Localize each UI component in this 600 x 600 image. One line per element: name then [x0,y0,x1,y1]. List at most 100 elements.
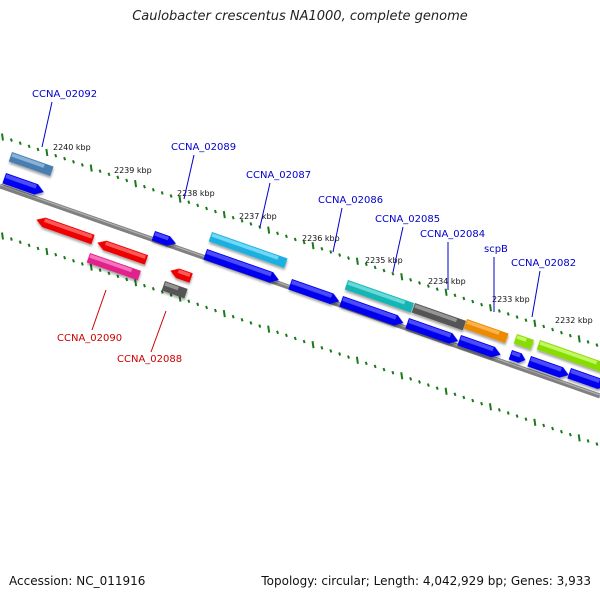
kbp-label: 2240 kbp [53,143,91,152]
outer-track-tick [320,246,324,251]
outer-track-tick [302,240,306,245]
outer-track-tick [577,335,581,343]
outer-track-tick [542,324,546,329]
outer-track-tick [409,278,413,282]
inner-track-tick [143,283,146,288]
outer-track-tick [560,330,563,335]
outer-track-tick [1,133,4,141]
gene-leader-line [531,270,541,318]
outer-track-tick [391,271,395,276]
inner-track-tick [586,439,590,443]
inner-track-tick [134,278,138,287]
gene-label: CCNA_02085 [375,214,440,225]
inner-track-tick [409,377,413,381]
feature-blue-4-highlight [291,280,333,298]
outer-track-tick [418,281,421,285]
gene-label: CCNA_02082 [511,258,576,269]
inner-track-tick [480,401,484,406]
gene-label: CCNA_02086 [318,195,383,206]
outer-track-tick [98,169,102,173]
feature-lime-1-highlight [516,335,527,342]
gene-label: CCNA_02092 [32,89,97,100]
feature-cyan-1-highlight [211,233,279,260]
outer-track-tick [169,194,173,198]
outer-track-tick [258,225,262,229]
feature-gray-2-highlight [414,304,458,323]
feature-teal [344,280,415,313]
outer-track-tick [9,138,13,142]
feature-red-3-highlight [177,269,191,277]
inner-track-tick [284,333,288,338]
feature-blue-3 [203,249,279,283]
inner-track-tick [258,324,262,328]
outer-track-tick [364,262,368,267]
outer-track-tick [80,163,84,167]
inner-track-tick [338,352,342,356]
outer-track-tick [54,153,58,158]
kbp-label: 2233 kbp [492,295,530,304]
gene-leader-line [91,289,107,331]
feature-blue-9-highlight [530,357,562,372]
outer-track-tick [116,175,120,180]
feature-blue-6-highlight [408,319,452,338]
inner-track-tick [116,274,120,279]
outer-track-tick [284,234,288,239]
gene-label: CCNA_02088 [117,354,182,365]
outer-track-tick [373,265,377,270]
outer-track-tick [36,147,40,152]
gene-label: scpB [484,244,508,255]
feature-orange-highlight [466,320,500,335]
inner-track-tick [560,429,563,434]
outer-track-tick [444,288,448,296]
feature-blue-8 [508,350,526,363]
kbp-label: 2234 kbp [428,277,466,286]
feature-gray-2 [411,303,466,331]
feature-lime-2-highlight [539,341,598,365]
inner-track-tick [524,417,528,422]
outer-track-tick [196,203,200,208]
feature-blue-10-highlight [570,369,600,383]
outer-track-tick [586,340,590,344]
accession-text: Accession: NC_011916 [9,574,146,588]
feature-blue-6 [405,318,459,344]
gene-leader-line [332,207,343,253]
feature-blue-1-highlight [5,174,37,189]
outer-track-tick [27,144,31,149]
inner-track-tick [63,255,67,260]
outer-track-tick [551,327,555,332]
inner-track-tick [373,364,377,369]
outer-track-tick [524,318,528,323]
inner-track-tick [240,318,244,322]
outer-track-tick [329,250,333,254]
feature-magenta-highlight [89,254,133,273]
feature-cyan-1 [208,232,288,268]
inner-track-tick [595,442,599,446]
outer-track-tick [222,210,226,219]
inner-track-tick [80,262,84,266]
gene-leader-line [259,182,271,228]
feature-blue-5-highlight [342,297,397,320]
feature-magenta [86,253,141,281]
feature-steelblue [8,152,54,176]
outer-track-tick [311,242,315,250]
outer-track-tick [231,215,235,220]
inner-track-tick [151,286,155,291]
gene-leader-line [183,154,195,200]
feature-teal-highlight [347,281,406,305]
inner-track-tick [400,372,404,380]
feature-blue-8-highlight [511,351,521,358]
outer-track-tick [506,312,510,316]
outer-track-tick [151,187,155,192]
outer-track-tick [488,304,492,312]
gene-label: CCNA_02084 [420,229,485,240]
outer-track-tick [89,164,93,172]
inner-track-tick [1,232,4,240]
inner-track-tick [347,355,350,359]
outer-track-tick [453,293,457,298]
kbp-label: 2232 kbp [555,316,593,325]
inner-track-tick [355,356,359,364]
inner-track-tick [311,341,315,349]
inner-track-tick [9,237,13,241]
